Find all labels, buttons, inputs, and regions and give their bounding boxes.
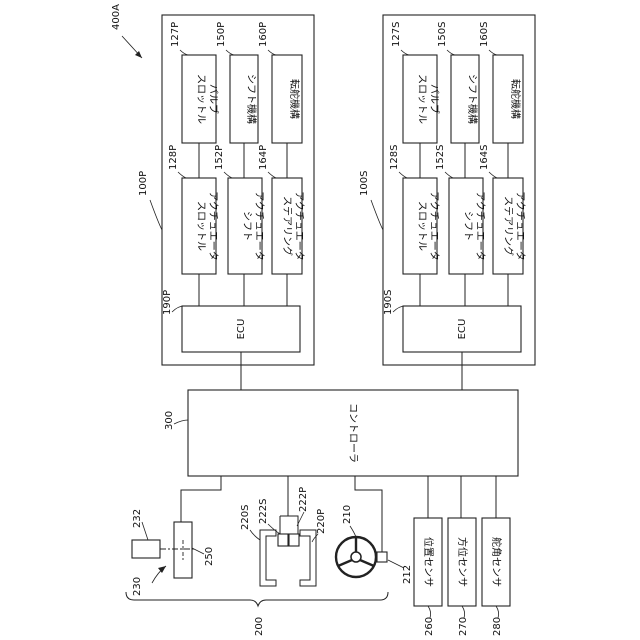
steering-sensor-212 [377,552,387,562]
mechanism-160s-ref: 160S [479,22,490,47]
actuator-164p-ref: 164P [258,145,269,170]
actuator-128p-ref: 128P [168,145,179,170]
mechanism-127p-ref: 127P [170,22,181,47]
actuator-164p-line1: ステアリング [281,196,294,256]
system-100s-ref: 100S [359,171,370,196]
shifter-frame-220p [300,530,316,586]
mechanism-127p-line2: バルブ [207,84,220,114]
actuator-164s-line2: アクチュエータ [514,191,526,261]
steering-wheel-hub [351,552,361,562]
input-group-brace [126,592,388,606]
mechanism-160p-line1: 転舵機構 [288,79,301,119]
sensor-270-text: 方位センサ [456,537,469,587]
sensor-260-ref: 260 [424,617,435,636]
mechanism-160p-ref: 160P [258,22,269,47]
figure-label-arrowhead [135,51,142,58]
lever-handle-232 [132,540,160,558]
sensor-260-text: 位置センサ [422,537,435,587]
mechanism-127s-line2: バルブ [428,84,441,114]
actuator-152p-ref: 152P [214,145,225,170]
steering-wheel-assembly: 210 212 [336,505,413,584]
shifter-assembly: 220S 222S 222P 220P [240,487,327,586]
lever-assembly: 232 250 230 [132,509,215,596]
actuator-164s-ref: 164S [479,145,490,170]
actuator-152s-line1: シフト [462,211,473,241]
mechanism-127s-line1: スロットル [416,74,427,124]
mechanism-150p-line1: シフト機構 [245,74,258,124]
wheel-ref-210: 210 [342,505,353,524]
mechanism-160s-line1: 転舵機構 [509,79,522,119]
shifter-ref-222s: 222S [258,499,269,524]
controller-text: コントローラ [347,403,359,463]
system-100p: 100P ECU 190P スロットル アクチュエータ シフト アクチュエータ … [138,15,314,365]
lever-ref-230: 230 [132,577,143,596]
actuator-152s-ref: 152S [435,145,446,170]
ecu-190s-ref: 190S [383,290,394,315]
mechanism-127p-line1: スロットル [195,74,206,124]
actuator-152s-line2: アクチュエータ [474,191,486,261]
mechanism-150p-ref: 150P [216,22,227,47]
sensor-280-text: 舵角センサ [490,537,503,587]
mechanism-127s-ref: 127S [391,22,402,47]
system-100p-ref: 100P [138,171,149,196]
lever-part-232: 232 [132,509,143,528]
actuator-152p-line2: アクチュエータ [253,191,265,261]
ecu-190s-text: ECU [457,319,468,340]
sensor-270-ref: 270 [458,617,469,636]
input-group-ref: 200 [254,617,265,636]
sensor-280-ref: 280 [492,617,503,636]
actuator-152p-line1: シフト [241,211,252,241]
controller-ref: 300 [164,411,175,430]
shifter-ref-222p: 222P [298,487,309,512]
mechanism-150s-ref: 150S [437,22,448,47]
shifter-ref-220p: 220P [316,509,327,534]
figure-label: 400A [111,4,122,30]
actuator-128p-line2: アクチュエータ [207,191,219,261]
shifter-lever-222s [278,534,288,546]
ecu-190p-ref: 190P [162,290,173,315]
actuator-164p-line2: アクチュエータ [293,191,305,261]
system-100s: 100S ECU 190S スロットル アクチュエータ シフト アクチュエータ … [359,15,535,365]
actuator-128s-line1: スロットル [416,201,427,251]
lever-part-250: 250 [204,547,215,566]
shifter-lever-222p [289,534,299,546]
actuator-128s-line2: アクチュエータ [428,191,440,261]
ecu-190p-text: ECU [236,319,247,340]
mechanism-150s-line1: シフト機構 [466,74,479,124]
shifter-ref-220s: 220S [240,505,251,530]
actuator-128s-ref: 128S [389,145,400,170]
shifter-frame-220s [260,530,276,586]
actuator-128p-line1: スロットル [195,201,206,251]
actuator-164s-line1: ステアリング [502,196,515,256]
